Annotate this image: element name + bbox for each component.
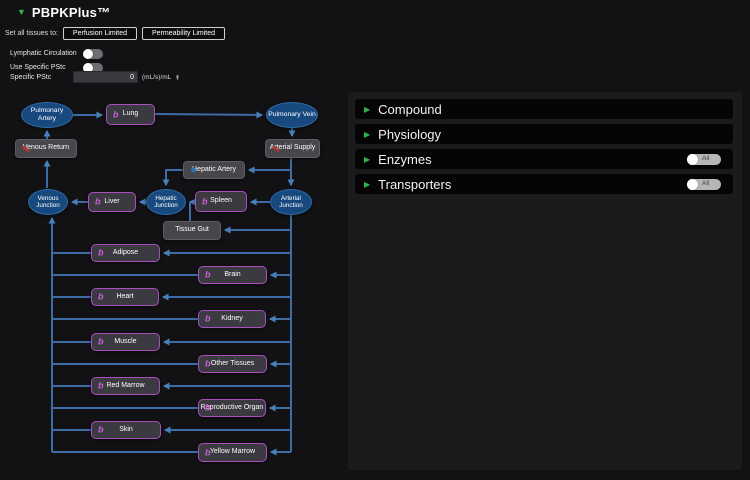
node-heart[interactable]: bHeart <box>91 288 159 306</box>
compound-icon: b <box>98 249 104 258</box>
node-yellow-marrow[interactable]: bYellow Marrow <box>198 443 267 462</box>
all-toggle[interactable]: All <box>687 179 721 190</box>
all-toggle-label: All <box>702 155 709 162</box>
permeability-limited-button[interactable]: Permeability Limited <box>142 27 225 40</box>
node-label: Pulmonary Artery <box>22 107 72 123</box>
expand-triangle-icon: ▶ <box>364 180 370 189</box>
set-tissues-label: Set all tissues to: <box>5 30 58 37</box>
compound-icon: b <box>205 315 211 324</box>
artery-dot-icon <box>191 168 196 173</box>
unit-stepper-icon[interactable]: ▲▼ <box>175 74 179 80</box>
node-adipose[interactable]: bAdipose <box>91 244 160 262</box>
node-arterial-junction[interactable]: Arterial Junction <box>270 189 312 215</box>
node-liver[interactable]: bLiver <box>88 192 136 212</box>
node-label: Pulmonary Vein <box>267 111 317 119</box>
node-venous-return[interactable]: Venous Return <box>15 139 77 158</box>
node-hepatic-artery[interactable]: Hepatic Artery <box>183 161 245 179</box>
use-specific-pstc-label: Use Specific PStc <box>10 64 66 71</box>
node-label: Venous Junction <box>29 195 67 209</box>
lymphatic-circulation-toggle[interactable] <box>83 49 103 59</box>
node-spleen[interactable]: bSpleen <box>195 191 247 212</box>
node-skin[interactable]: bSkin <box>91 421 161 439</box>
node-label: Hepatic Junction <box>147 195 185 209</box>
section-transporters[interactable]: ▶ Transporters All <box>355 174 733 194</box>
section-label: Physiology <box>378 127 441 142</box>
compound-icon: b <box>202 197 208 206</box>
compound-icon: b <box>113 110 119 119</box>
right-panel: ▶Compound▶Physiology▶EnzymesAll▶Transpor… <box>348 92 742 470</box>
section-label: Compound <box>378 102 442 117</box>
pstc-unit-label: (mL/s)/mL <box>142 74 171 81</box>
all-toggle[interactable]: All <box>687 154 721 165</box>
node-muscle[interactable]: bMuscle <box>91 333 160 351</box>
specific-pstc-input[interactable] <box>73 71 138 83</box>
node-tissue-gut[interactable]: Tissue Gut <box>163 221 221 240</box>
node-kidney[interactable]: bKidney <box>198 310 266 328</box>
compound-icon: b <box>98 382 104 391</box>
node-label: Tissue Gut <box>164 226 220 234</box>
section-label: Enzymes <box>378 152 431 167</box>
node-reproductive-organ[interactable]: bReproductive Organ <box>198 399 266 417</box>
node-arterial-supply[interactable]: Arterial Supply <box>265 139 320 158</box>
compound-icon: b <box>205 360 211 369</box>
node-hepatic-junction[interactable]: Hepatic Junction <box>146 189 186 215</box>
node-lung[interactable]: bLung <box>106 104 155 125</box>
collapse-triangle-icon[interactable]: ▼ <box>17 7 26 17</box>
compound-icon: b <box>205 271 211 280</box>
compound-icon: b <box>98 293 104 302</box>
node-pulmonary-artery[interactable]: Pulmonary Artery <box>21 102 73 128</box>
compound-icon: b <box>98 426 104 435</box>
node-brain[interactable]: bBrain <box>198 266 267 284</box>
section-label: Transporters <box>378 177 451 192</box>
set-tissues-row: Set all tissues to: Perfusion Limited Pe… <box>0 26 230 40</box>
compound-icon: b <box>98 338 104 347</box>
expand-triangle-icon: ▶ <box>364 105 370 114</box>
node-other-tissues[interactable]: bOther Tissues <box>198 355 267 373</box>
pstc-unit-select[interactable]: (mL/s)/mL ▲▼ <box>142 71 180 83</box>
node-venous-junction[interactable]: Venous Junction <box>28 189 68 215</box>
compound-icon: b <box>95 198 101 207</box>
section-physiology[interactable]: ▶ Physiology <box>355 124 733 144</box>
toggle-knob <box>83 49 93 59</box>
all-toggle-label: All <box>702 180 709 187</box>
node-pulmonary-vein[interactable]: Pulmonary Vein <box>266 102 318 128</box>
expand-triangle-icon: ▶ <box>364 130 370 139</box>
expand-triangle-icon: ▶ <box>364 155 370 164</box>
specific-pstc-label: Specific PStc <box>10 74 51 81</box>
perfusion-limited-button[interactable]: Perfusion Limited <box>63 27 137 40</box>
compound-icon: b <box>205 404 211 413</box>
node-label: Arterial Junction <box>271 195 311 209</box>
section-compound[interactable]: ▶ Compound <box>355 99 733 119</box>
compound-icon: b <box>205 448 211 457</box>
toggle-knob <box>687 179 698 190</box>
lymphatic-circulation-label: Lymphatic Circulation <box>10 50 77 57</box>
node-red-marrow[interactable]: bRed Marrow <box>91 377 160 395</box>
title-bar: ▼ PBPKPlus™ <box>0 0 750 24</box>
toggle-knob <box>687 154 698 165</box>
page-title: PBPKPlus™ <box>32 5 110 20</box>
section-enzymes[interactable]: ▶ Enzymes All <box>355 149 733 169</box>
